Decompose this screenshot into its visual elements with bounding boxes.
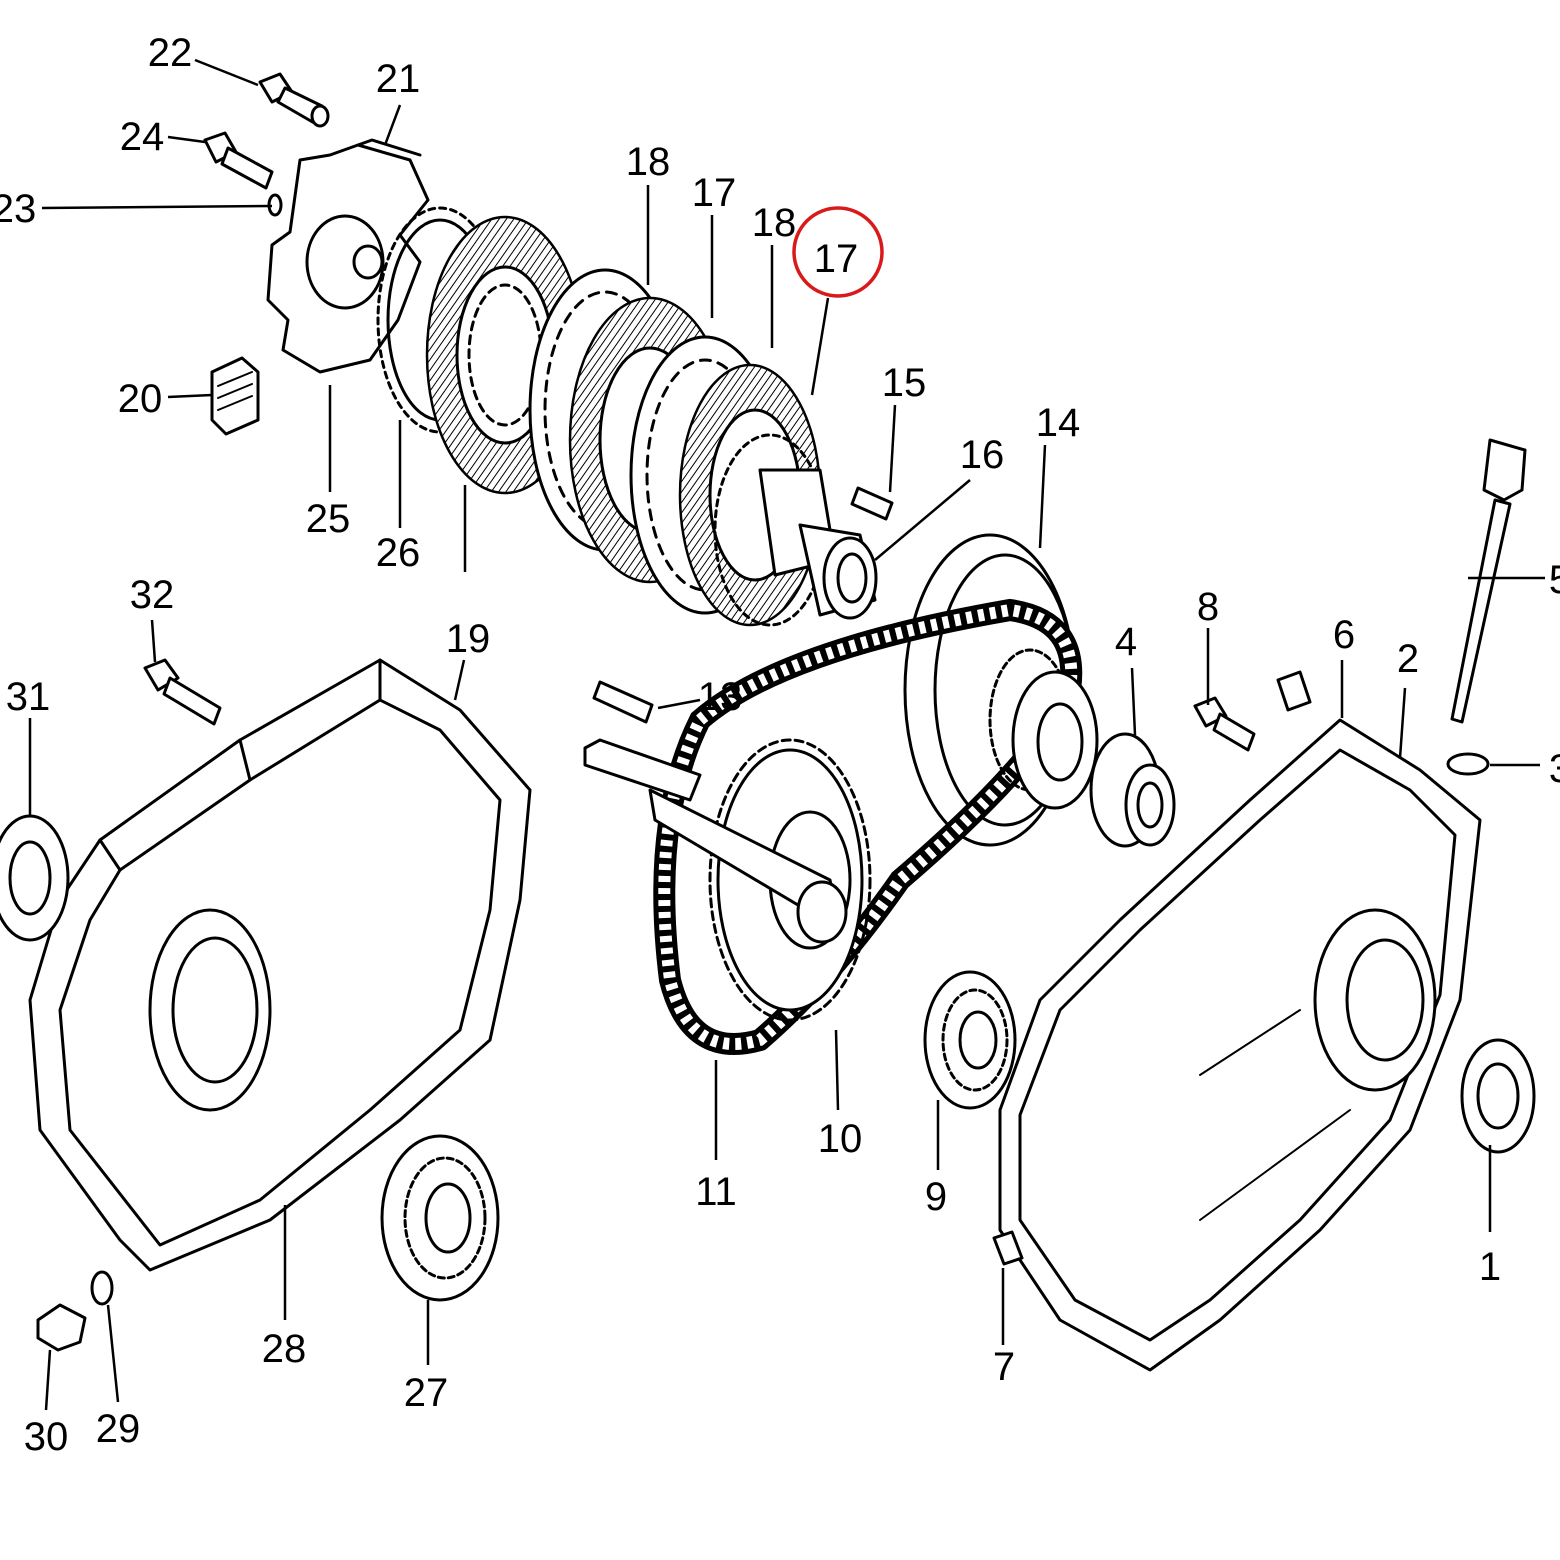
callout-13: 13 <box>698 675 743 719</box>
pin-15 <box>850 486 894 521</box>
bolt-8 <box>1193 696 1256 752</box>
callout-25: 25 <box>306 497 351 541</box>
callout-7: 7 <box>993 1345 1015 1389</box>
callout-8: 8 <box>1197 585 1219 629</box>
callout-4: 4 <box>1115 620 1137 664</box>
callout-16: 16 <box>960 433 1005 477</box>
callout-15: 15 <box>882 361 927 405</box>
leader-lines <box>28 58 1545 1411</box>
callout-10: 10 <box>818 1117 863 1161</box>
callout-3: 3 <box>1549 747 1560 791</box>
clutch-drive-plate <box>266 138 430 374</box>
outer-cover-2 <box>998 718 1482 1372</box>
callout-28: 28 <box>262 1327 307 1371</box>
drive-chain-10 <box>653 598 1083 1055</box>
bolt-22 <box>258 72 330 128</box>
callout-23: 23 <box>0 187 36 231</box>
callout-27: 27 <box>404 1371 449 1415</box>
bolt-32 <box>143 658 222 726</box>
callout-2: 2 <box>1397 637 1419 681</box>
clutch-hub <box>713 433 878 627</box>
callout-19: 19 <box>446 617 491 661</box>
pin-13 <box>592 680 654 724</box>
callout-1: 1 <box>1479 1245 1501 1289</box>
callout-17-upper: 17 <box>692 171 737 215</box>
callout-6: 6 <box>1333 613 1355 657</box>
callout-31: 31 <box>6 675 51 719</box>
callout-32: 32 <box>130 573 175 617</box>
output-shaft <box>583 738 848 944</box>
callout-24: 24 <box>120 115 165 159</box>
highlight-circle <box>792 206 884 298</box>
callout-18: 18 <box>752 201 797 245</box>
callout-30: 30 <box>24 1415 69 1459</box>
dowel-7 <box>992 1230 1024 1266</box>
callout-11: 11 <box>695 1170 737 1214</box>
washer-29 <box>90 1270 114 1306</box>
seal-1 <box>1460 1038 1536 1154</box>
callout-18-upper: 18 <box>626 140 671 184</box>
dowel-6 <box>1276 670 1312 712</box>
callout-14: 14 <box>1036 401 1081 445</box>
damper-block-20 <box>210 356 260 436</box>
washer-3 <box>1446 752 1490 776</box>
bearing-9 <box>923 970 1017 1110</box>
callout-17: 17 <box>814 237 859 281</box>
collar-4 <box>1089 732 1176 848</box>
drain-plug-30 <box>36 1303 87 1352</box>
sprocket-gear-14 <box>988 648 1099 810</box>
inner-case-19 <box>28 658 532 1272</box>
callout-29: 29 <box>96 1407 141 1451</box>
callout-9: 9 <box>925 1175 947 1219</box>
callout-22: 22 <box>148 31 193 75</box>
seal-31 <box>0 814 70 942</box>
callout-5: 5 <box>1549 558 1560 602</box>
callout-26: 26 <box>376 531 421 575</box>
bolt-24 <box>203 131 274 190</box>
callout-21: 21 <box>376 57 421 101</box>
callout-20: 20 <box>118 377 163 421</box>
dipstick-5 <box>1450 438 1527 724</box>
bearing-27 <box>380 1134 500 1302</box>
